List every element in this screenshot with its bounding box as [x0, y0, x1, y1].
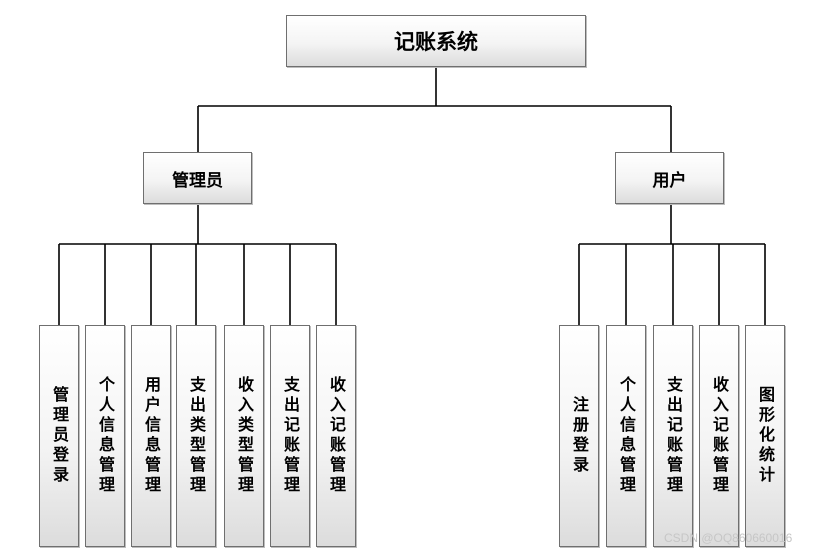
admin-module-income-type: 收入类型管理 — [224, 325, 264, 547]
module-label: 支出类型管理 — [187, 376, 206, 496]
watermark: CSDN @OQ860660016 — [664, 531, 793, 545]
module-label: 图形化统计 — [756, 386, 775, 486]
admin-module-expense-record: 支出记账管理 — [270, 325, 310, 547]
module-label: 支出记账管理 — [281, 376, 300, 496]
module-label: 收入类型管理 — [235, 376, 254, 496]
admin-module-expense-type: 支出类型管理 — [176, 325, 216, 547]
root-node: 记账系统 — [286, 15, 586, 67]
module-label: 个人信息管理 — [96, 376, 115, 496]
role-node-user: 用户 — [615, 152, 724, 204]
admin-module-login: 管理员登录 — [39, 325, 79, 547]
module-label: 收入记账管理 — [327, 376, 346, 496]
module-label: 注册登录 — [570, 396, 589, 476]
role-node-admin: 管理员 — [143, 152, 252, 204]
module-label: 个人信息管理 — [617, 376, 636, 496]
user-module-register-login: 注册登录 — [559, 325, 599, 547]
user-module-personal-info: 个人信息管理 — [606, 325, 646, 547]
module-label: 收入记账管理 — [710, 376, 729, 496]
role-label-admin: 管理员 — [172, 170, 223, 191]
user-module-income-record: 收入记账管理 — [699, 325, 739, 547]
user-module-expense-record: 支出记账管理 — [653, 325, 693, 547]
module-label: 支出记账管理 — [664, 376, 683, 496]
role-label-user: 用户 — [652, 170, 687, 191]
module-label: 管理员登录 — [50, 386, 69, 486]
admin-module-user-info: 用户信息管理 — [131, 325, 171, 547]
root-label: 记账系统 — [394, 30, 478, 54]
admin-module-personal-info: 个人信息管理 — [85, 325, 125, 547]
module-label: 用户信息管理 — [142, 376, 161, 496]
admin-module-income-record: 收入记账管理 — [316, 325, 356, 547]
user-module-chart-stats: 图形化统计 — [745, 325, 785, 547]
